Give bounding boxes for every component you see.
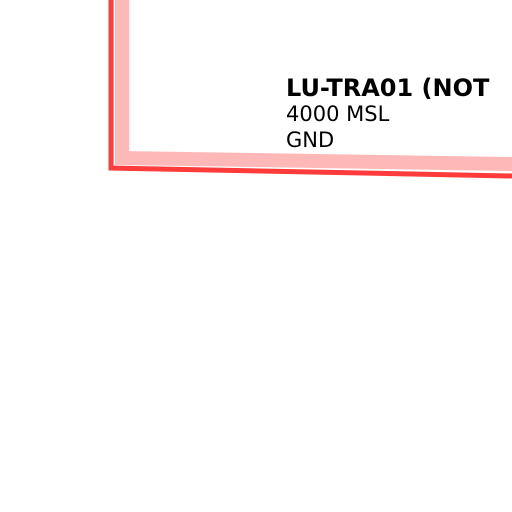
airspace-upper-limit: 4000 MSL [286,102,390,126]
airspace-inner-band [115,0,512,171]
airspace-border-line [108,0,512,179]
airspace-name: LU-TRA01 (NOT [286,74,490,102]
airspace-lower-limit: GND [286,128,335,152]
airspace-label: LU-TRA01 (NOT 4000 MSL GND [286,76,489,156]
